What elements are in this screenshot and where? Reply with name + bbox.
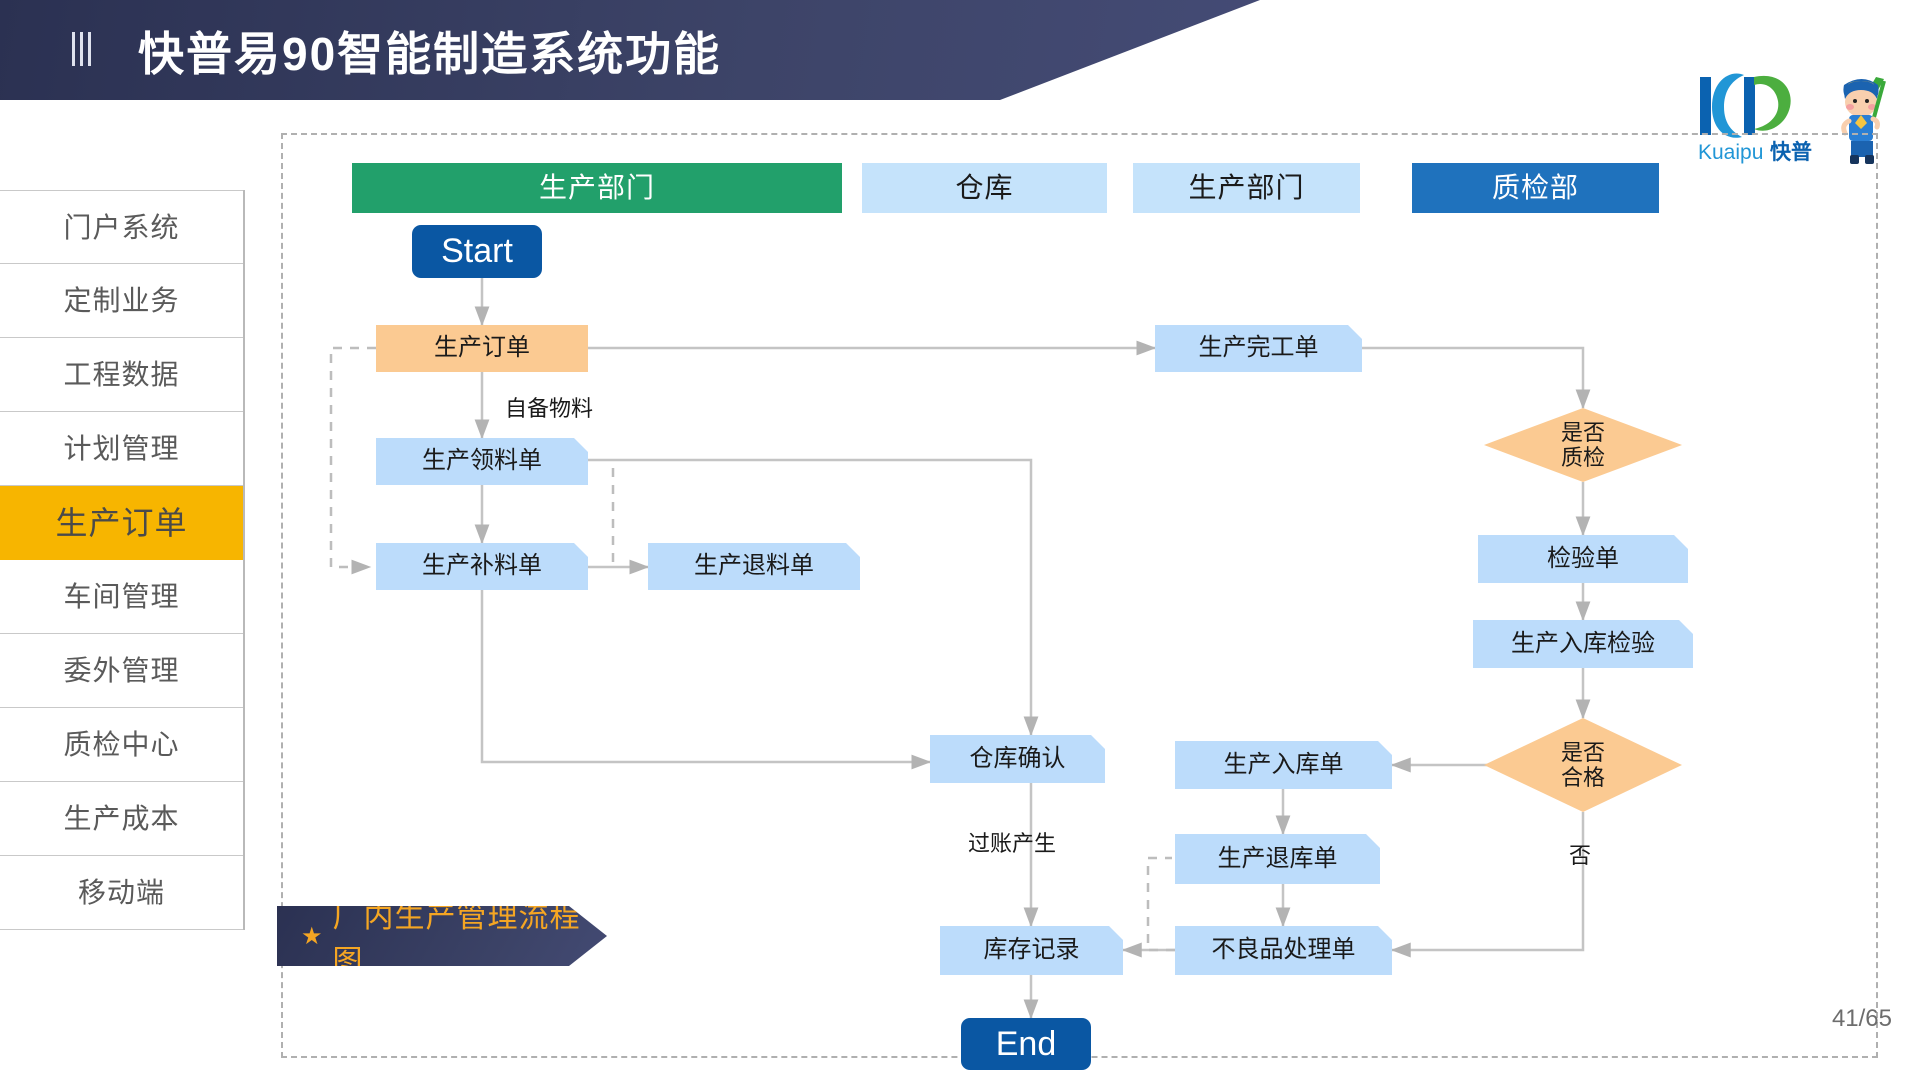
node-material-return[interactable]: 生产退料单	[648, 543, 860, 590]
hamburger-bar	[80, 32, 83, 66]
node-production-completion[interactable]: 生产完工单	[1155, 325, 1362, 372]
decision-line-2: 合格	[1560, 765, 1605, 790]
sidebar-item-mobile[interactable]: 移动端	[0, 856, 243, 930]
node-production-outbound-return[interactable]: 生产退库单	[1175, 834, 1380, 884]
decision-line-2: 质检	[1560, 445, 1605, 470]
node-material-requisition[interactable]: 生产领料单	[376, 438, 588, 485]
node-material-supplement[interactable]: 生产补料单	[376, 543, 588, 590]
decision-label: 是否 合格	[1561, 740, 1605, 791]
sidebar-item-portal[interactable]: 门户系统	[0, 190, 243, 264]
edge-label-self-prepared-material: 自备物料	[505, 396, 594, 421]
page-number: 41/65	[1831, 1005, 1892, 1032]
section-caption-text: 厂内生产管理流程图	[332, 901, 581, 978]
node-end[interactable]: End	[961, 1018, 1091, 1070]
hamburger-bar	[88, 32, 91, 66]
sidebar-item-custom[interactable]: 定制业务	[0, 264, 243, 338]
decision-line-1: 是否	[1560, 419, 1605, 445]
kp-monogram-icon	[1700, 73, 1791, 138]
node-defective-handling[interactable]: 不良品处理单	[1175, 926, 1392, 975]
decision-need-inspection[interactable]: 是否 质检	[1484, 408, 1682, 482]
node-start[interactable]: Start	[412, 225, 542, 278]
sidebar-item-engineering[interactable]: 工程数据	[0, 338, 243, 412]
sidebar-item-workshop[interactable]: 车间管理	[0, 560, 243, 634]
sidebar-item-qc-center[interactable]: 质检中心	[0, 708, 243, 782]
edge-label-no: 否	[1569, 843, 1592, 868]
lane-header-production-dept-1: 生产部门	[352, 163, 842, 213]
decision-line-1: 是否	[1560, 739, 1605, 765]
edge-label-posting-generated: 过账产生	[968, 831, 1057, 856]
node-inspection-sheet[interactable]: 检验单	[1478, 535, 1688, 583]
sidebar-item-planning[interactable]: 计划管理	[0, 412, 243, 486]
sidebar-item-outsourcing[interactable]: 委外管理	[0, 634, 243, 708]
hamburger-bar	[72, 32, 75, 66]
sidebar-item-production-order[interactable]: 生产订单	[0, 486, 243, 560]
node-production-inbound[interactable]: 生产入库单	[1175, 741, 1392, 789]
section-caption-banner: ★ 厂内生产管理流程图	[277, 906, 607, 966]
node-production-order[interactable]: 生产订单	[376, 325, 588, 372]
page-title: 快普易90智能制造系统功能	[138, 28, 722, 80]
logo-wordmark-latin: Kuaipu	[1698, 141, 1763, 164]
lane-header-warehouse: 仓库	[862, 163, 1107, 213]
hamburger-icon[interactable]	[72, 32, 91, 66]
node-warehouse-confirm[interactable]: 仓库确认	[930, 735, 1105, 783]
lane-header-qc-dept: 质检部	[1412, 163, 1659, 213]
logo-wordmark-cn: 快普	[1770, 140, 1812, 164]
sidebar-item-prod-cost[interactable]: 生产成本	[0, 782, 243, 856]
decision-label: 是否 质检	[1561, 420, 1605, 471]
decision-is-qualified[interactable]: 是否 合格	[1484, 718, 1682, 812]
star-icon: ★	[301, 922, 323, 950]
node-production-inbound-inspection[interactable]: 生产入库检验	[1473, 620, 1693, 668]
node-inventory-record[interactable]: 库存记录	[940, 926, 1123, 975]
sidebar: 门户系统 定制业务 工程数据 计划管理 生产订单 车间管理 委外管理 质检中心 …	[0, 190, 245, 930]
lane-header-production-dept-2: 生产部门	[1133, 163, 1360, 213]
